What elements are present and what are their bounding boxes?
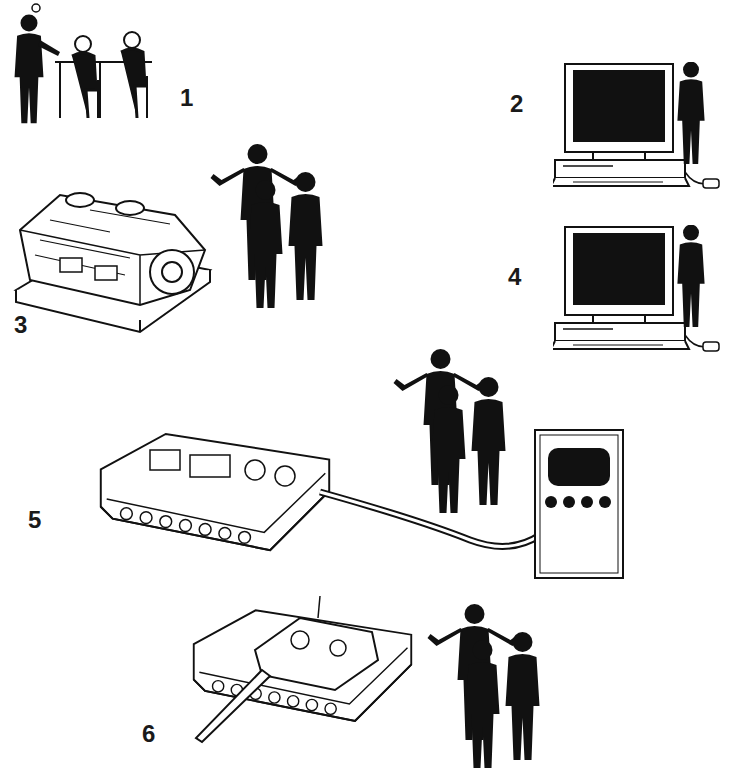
drawing-part — [245, 460, 265, 480]
drawing-part — [291, 631, 309, 649]
complete-tank — [194, 596, 412, 742]
drawing-part — [99, 62, 101, 118]
drawing-part — [72, 53, 96, 118]
drawing-part — [146, 76, 148, 118]
computer-workstation — [551, 62, 719, 188]
drawing-part — [121, 49, 145, 118]
drawing-part — [150, 250, 194, 294]
drawing-part — [15, 14, 44, 123]
computer-workstation — [551, 225, 719, 351]
drawing-part — [97, 80, 99, 118]
drawing-part — [194, 610, 412, 721]
drawing-part — [95, 266, 117, 280]
callout-number: 1 — [180, 86, 193, 110]
callout-number: 2 — [510, 92, 523, 116]
callout-number: 6 — [142, 722, 155, 746]
drawing-part — [599, 496, 611, 508]
drawing-part — [66, 193, 94, 207]
callout-number: 5 — [28, 508, 41, 532]
drawing-part — [59, 62, 61, 118]
drawing-part — [255, 618, 378, 690]
drawing-part — [38, 40, 60, 56]
drawing-part — [540, 435, 618, 573]
drawing-part — [318, 596, 320, 618]
tank-chassis-test — [101, 430, 623, 578]
meeting-scene — [15, 4, 152, 123]
drawing-part — [320, 492, 540, 546]
people-group — [394, 349, 506, 513]
drawing-part — [60, 258, 82, 272]
drawing-part — [190, 455, 230, 477]
drawing-part — [116, 201, 144, 215]
callout-number: 3 — [14, 313, 27, 337]
drawing-part — [545, 496, 557, 508]
drawing-part — [150, 450, 180, 470]
drawing-part — [32, 4, 40, 12]
drawing-part — [139, 320, 141, 332]
drawing-part — [162, 262, 182, 282]
people-group — [211, 144, 323, 308]
drawing-part — [548, 448, 610, 486]
drawing-part — [124, 32, 140, 48]
drawing-part — [563, 496, 575, 508]
drawing-part — [20, 195, 205, 305]
drawing-part — [535, 430, 623, 578]
drawing-part — [196, 670, 270, 742]
engine-test-stand — [16, 193, 210, 332]
drawing-part — [581, 496, 593, 508]
drawing-part — [75, 36, 91, 52]
drawing-part — [320, 492, 540, 546]
drawing-part — [101, 434, 329, 550]
people-group — [428, 604, 540, 768]
drawing-part — [275, 466, 295, 486]
callout-number: 4 — [508, 265, 521, 289]
drawing-part — [330, 640, 346, 656]
